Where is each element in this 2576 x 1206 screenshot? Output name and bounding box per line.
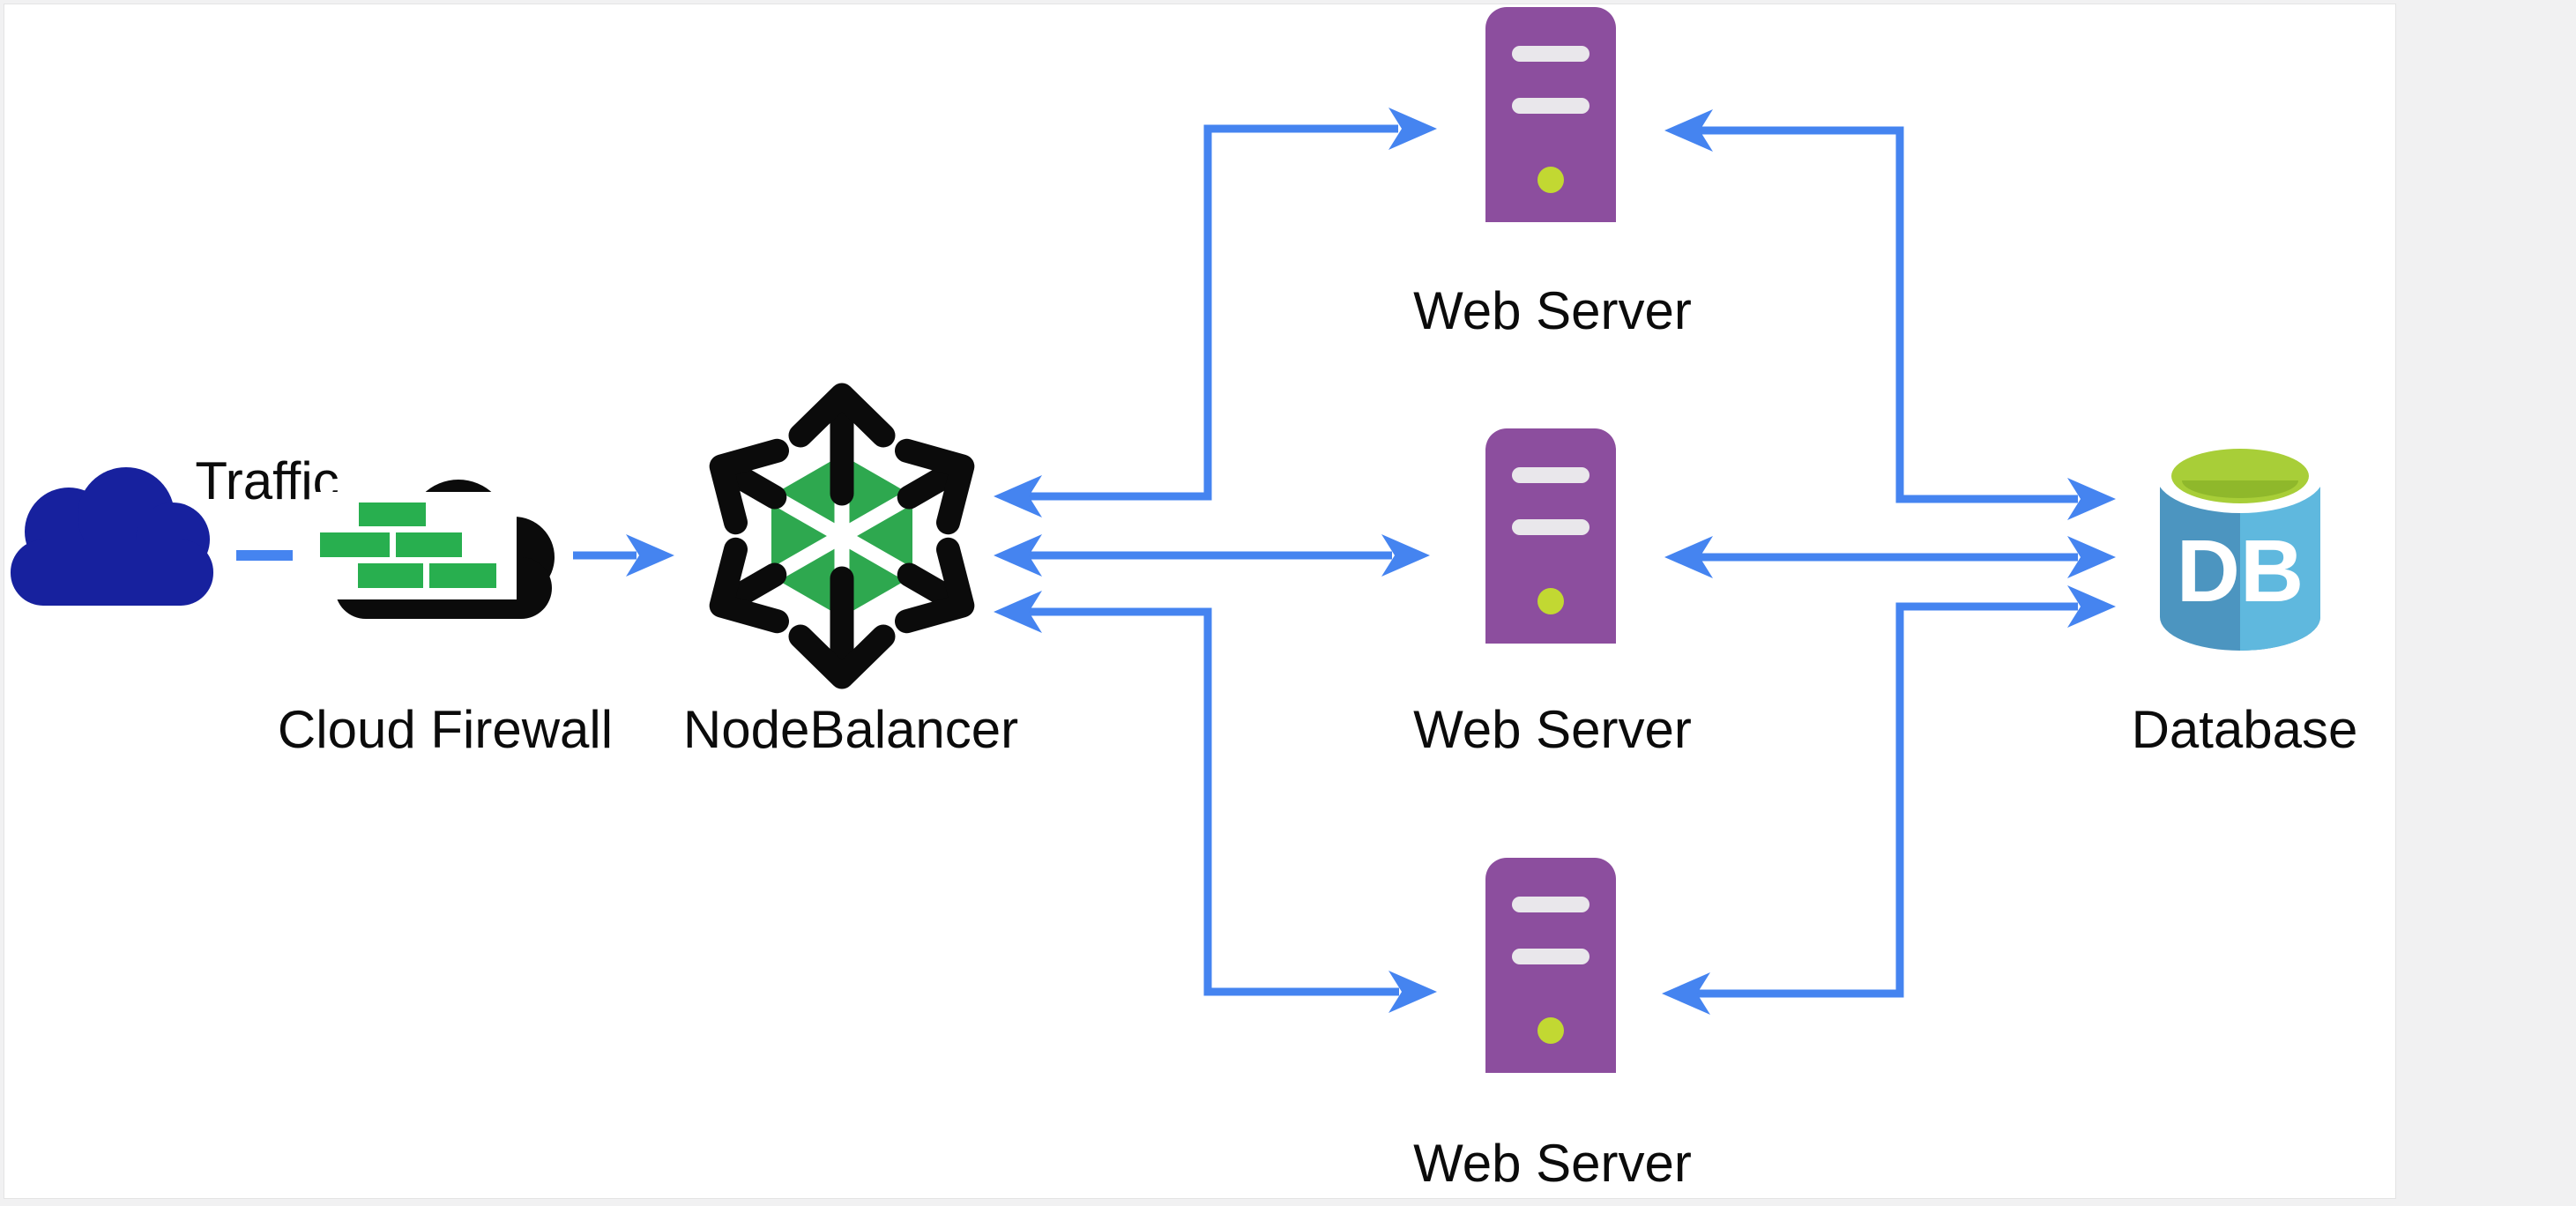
database-cylinder-icon: DB bbox=[2156, 439, 2324, 651]
connector-webserver3-database bbox=[1673, 602, 2078, 998]
arrowhead-icon bbox=[1662, 972, 1710, 1015]
arrowhead-icon bbox=[994, 475, 1042, 517]
cloud-icon bbox=[11, 467, 213, 606]
web-server-1-node: Web Server bbox=[1413, 7, 1692, 340]
web-server-1-label: Web Server bbox=[1413, 281, 1692, 340]
database-label: Database bbox=[2132, 700, 2358, 759]
nodebalancer-hexagon-icon bbox=[709, 383, 975, 689]
cloud-firewall-node: Cloud Firewall bbox=[278, 480, 613, 759]
traffic-cloud-node: Traffic bbox=[11, 451, 339, 606]
connector-nodebalancer-webserver3 bbox=[1005, 607, 1399, 996]
nodebalancer-label: NodeBalancer bbox=[683, 700, 1018, 759]
db-badge-text: DB bbox=[2177, 522, 2304, 621]
firewall-brick-cloud-icon bbox=[310, 480, 555, 619]
server-tower-icon bbox=[1485, 858, 1616, 1073]
connectors bbox=[236, 124, 2078, 998]
server-tower-icon bbox=[1485, 428, 1616, 644]
arrowhead-icon bbox=[626, 534, 674, 577]
arrowhead-icon bbox=[994, 534, 1042, 577]
arrowhead-icon bbox=[2067, 536, 2116, 578]
arrowhead-icon bbox=[1381, 534, 1430, 577]
arrowhead-icon bbox=[1389, 108, 1437, 150]
web-server-3-label: Web Server bbox=[1413, 1134, 1692, 1193]
web-server-2-node: Web Server bbox=[1413, 428, 1692, 759]
database-node: DB Database bbox=[2132, 439, 2358, 759]
arrowhead-icon bbox=[2067, 478, 2116, 520]
arrowhead-icon bbox=[1389, 971, 1437, 1013]
connector-webserver1-database bbox=[1676, 126, 2078, 503]
arrowhead-icon bbox=[994, 591, 1042, 633]
arrowhead-icon bbox=[1664, 536, 1713, 578]
connector-nodebalancer-webserver1 bbox=[1005, 124, 1398, 501]
arrowheads bbox=[626, 108, 2116, 1015]
web-server-3-node: Web Server bbox=[1413, 858, 1692, 1193]
web-server-2-label: Web Server bbox=[1413, 700, 1692, 759]
arrowhead-icon bbox=[2067, 585, 2116, 628]
cloud-firewall-label: Cloud Firewall bbox=[278, 700, 613, 759]
server-tower-icon bbox=[1485, 7, 1616, 222]
arrowhead-icon bbox=[1664, 109, 1713, 152]
nodebalancer-node: NodeBalancer bbox=[683, 383, 1018, 759]
